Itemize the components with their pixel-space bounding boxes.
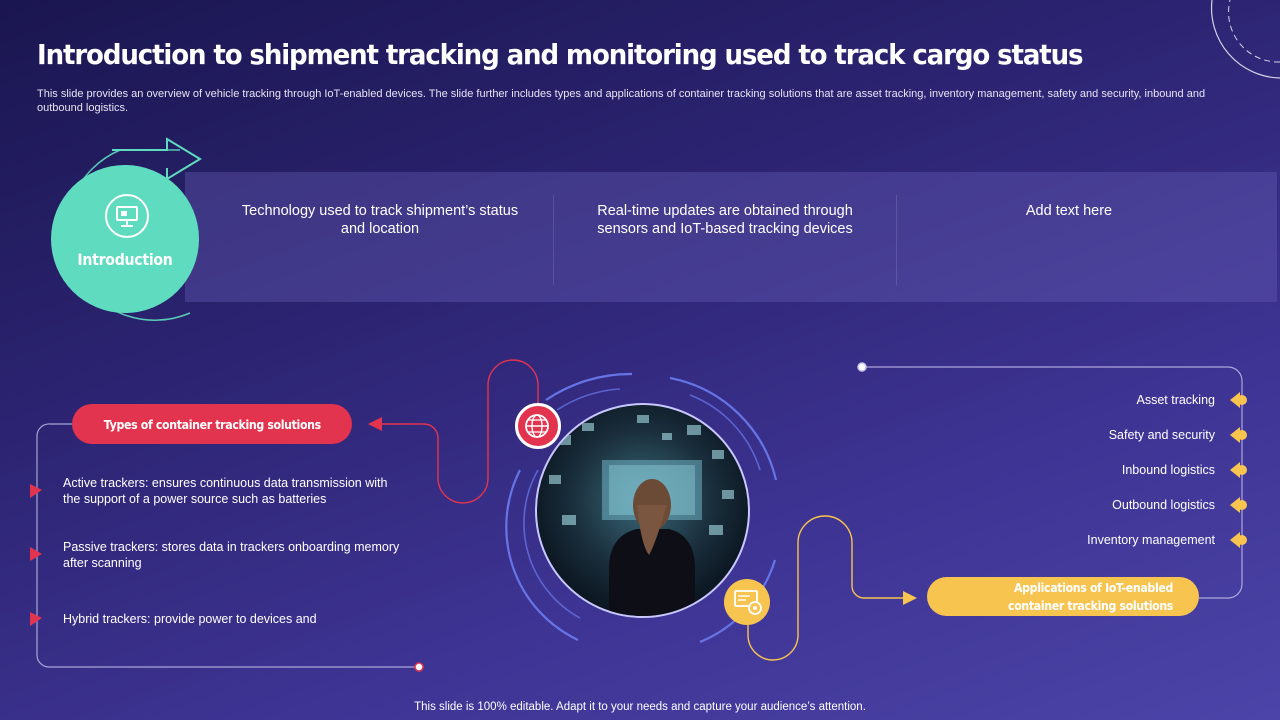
woman-at-screens-image xyxy=(549,415,734,616)
intro-text-2: Real-time updates are obtained through s… xyxy=(597,203,853,237)
app-item-asset-tracking: Asset tracking xyxy=(1136,393,1215,407)
footer-note: This slide is 100% editable. Adapt it to… xyxy=(414,701,866,713)
app-item-inbound-logistics: Inbound logistics xyxy=(1121,463,1215,477)
page-title: Introduction to shipment tracking and mo… xyxy=(37,38,1084,71)
intro-text-3: Add text here xyxy=(1025,203,1113,219)
tracker-item-active: Active trackers: ensures continuous data… xyxy=(63,476,388,506)
introduction-circle xyxy=(51,165,199,313)
tracker-item-passive: Passive trackers: stores data in tracker… xyxy=(63,540,400,570)
intro-text-1: Technology used to track shipment’s stat… xyxy=(241,203,519,237)
introduction-band xyxy=(185,172,1277,302)
globe-pin-badge xyxy=(515,403,561,449)
app-item-inventory-management: Inventory management xyxy=(1087,533,1215,547)
tracker-item-hybrid: Hybrid trackers: provide power to device… xyxy=(63,612,317,626)
introduction-label: Introduction xyxy=(77,250,173,269)
types-label: Types of container tracking solutions xyxy=(103,416,321,432)
applications-pill: Applications of IoT-enabled container tr… xyxy=(927,577,1199,616)
app-item-safety-security: Safety and security xyxy=(1108,428,1215,442)
gear-screen-badge xyxy=(724,579,770,625)
central-photo xyxy=(535,403,750,618)
types-pill: Types of container tracking solutions xyxy=(72,404,352,444)
applications-label: Applications of IoT-enabled container tr… xyxy=(1008,579,1173,613)
decorative-circles xyxy=(1210,0,1280,79)
intro-divider-2 xyxy=(896,195,897,285)
intro-divider-1 xyxy=(553,195,554,285)
app-item-outbound-logistics: Outbound logistics xyxy=(1112,498,1215,512)
globe-pin-icon xyxy=(525,414,549,438)
page-subtitle: This slide provides an overview of vehic… xyxy=(37,88,1206,114)
gear-screen-icon xyxy=(734,590,762,615)
monitor-icon xyxy=(105,194,149,238)
